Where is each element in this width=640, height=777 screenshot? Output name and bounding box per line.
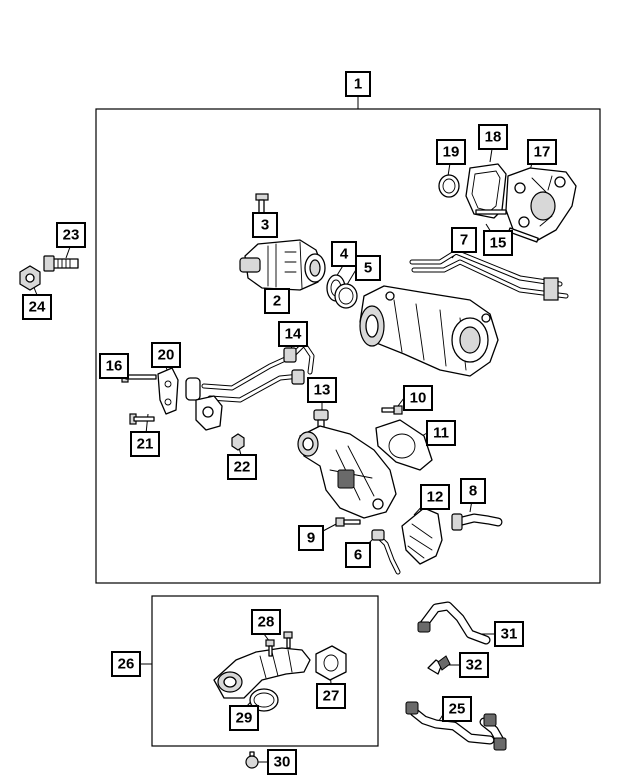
svg-text:28: 28	[258, 614, 275, 631]
svg-text:8: 8	[469, 483, 477, 500]
part-17-housing	[505, 167, 577, 241]
callout-20: 20	[151, 342, 181, 368]
svg-text:23: 23	[63, 227, 80, 244]
callout-18: 18	[478, 124, 508, 150]
part-12-cover	[401, 507, 443, 565]
svg-text:16: 16	[106, 358, 123, 375]
part-26-pipe-assembly	[213, 647, 311, 699]
part-thermostat-housing	[297, 425, 397, 519]
part-7-tube	[409, 249, 569, 301]
svg-text:6: 6	[354, 547, 362, 564]
callout-27: 27	[316, 683, 346, 709]
svg-text:26: 26	[118, 656, 135, 673]
svg-text:11: 11	[433, 425, 449, 442]
svg-text:12: 12	[427, 489, 444, 506]
part-25-hose-assembly	[405, 701, 507, 751]
assembly-frame-main	[95, 108, 601, 584]
part-14-tubes	[185, 341, 315, 403]
callout-31: 31	[494, 621, 524, 647]
callout-24: 24	[22, 294, 52, 320]
part-30-plug	[245, 751, 259, 769]
callout-21: 21	[130, 431, 160, 457]
svg-text:32: 32	[466, 657, 483, 674]
part-15-studs	[475, 209, 539, 243]
part-11-gasket	[375, 419, 433, 471]
svg-text:1: 1	[354, 76, 362, 93]
part-13-sensor	[313, 409, 329, 431]
part-31-hose	[417, 601, 491, 645]
svg-text:10: 10	[410, 390, 427, 407]
callout-17: 17	[527, 139, 557, 165]
part-6-fitting	[371, 529, 401, 575]
callout-22: 22	[227, 454, 257, 480]
callout-1: 1	[345, 71, 371, 97]
callout-15: 15	[483, 230, 513, 256]
svg-text:4: 4	[340, 246, 349, 263]
part-2-egr-valve	[239, 239, 326, 291]
callout-32: 32	[459, 652, 489, 678]
callout-16: 16	[99, 353, 129, 379]
callout-26: 26	[111, 651, 141, 677]
part-24-nut	[19, 265, 41, 291]
callout-19: 19	[436, 139, 466, 165]
part-8-hose	[451, 513, 503, 531]
part-9-bolt	[335, 517, 361, 527]
svg-text:3: 3	[261, 217, 269, 234]
part-19-o-ring	[438, 174, 460, 198]
callout-10: 10	[403, 385, 433, 411]
callout-12: 12	[420, 484, 450, 510]
part-27-gasket	[315, 645, 347, 681]
callout-28: 28	[251, 609, 281, 635]
svg-text:20: 20	[158, 347, 175, 364]
part-21-bolt	[129, 413, 155, 425]
part-5-gasket	[334, 283, 358, 309]
callout-23: 23	[56, 222, 86, 248]
svg-text:22: 22	[234, 459, 251, 476]
svg-text:17: 17	[534, 144, 551, 161]
callout-4: 4	[331, 241, 357, 267]
svg-text:24: 24	[29, 299, 46, 316]
part-28-bolts	[265, 631, 293, 657]
callout-8: 8	[460, 478, 486, 504]
part-20-bracket	[157, 367, 223, 431]
svg-text:2: 2	[273, 293, 281, 310]
svg-text:14: 14	[285, 326, 302, 343]
svg-text:9: 9	[307, 530, 315, 547]
svg-text:30: 30	[274, 754, 291, 771]
assembly-frame-kit	[151, 595, 379, 747]
svg-text:5: 5	[364, 260, 372, 277]
callout-5: 5	[355, 255, 381, 281]
callout-14: 14	[278, 321, 308, 347]
callout-9: 9	[298, 525, 324, 551]
svg-text:15: 15	[490, 235, 507, 252]
callout-6: 6	[345, 542, 371, 568]
callout-30: 30	[267, 749, 297, 775]
callout-3: 3	[252, 212, 278, 238]
callout-2: 2	[264, 288, 290, 314]
part-23-bolt	[43, 255, 79, 272]
svg-text:19: 19	[443, 144, 460, 161]
callout-11: 11	[426, 420, 456, 446]
part-18-gasket	[465, 163, 507, 219]
svg-text:31: 31	[501, 626, 518, 643]
svg-text:18: 18	[485, 129, 502, 146]
svg-text:25: 25	[449, 701, 466, 718]
svg-text:13: 13	[314, 382, 331, 399]
svg-text:29: 29	[236, 710, 253, 727]
callout-13: 13	[307, 377, 337, 403]
callout-25: 25	[442, 696, 472, 722]
callout-29: 29	[229, 705, 259, 731]
part-10-bolt	[381, 405, 403, 415]
part-1-egr-cooler	[359, 285, 499, 377]
svg-text:7: 7	[460, 232, 468, 249]
part-22-nut	[231, 433, 245, 451]
part-32-clamps	[427, 655, 451, 675]
svg-text:27: 27	[323, 688, 340, 705]
callout-7: 7	[451, 227, 477, 253]
svg-text:21: 21	[137, 436, 154, 453]
